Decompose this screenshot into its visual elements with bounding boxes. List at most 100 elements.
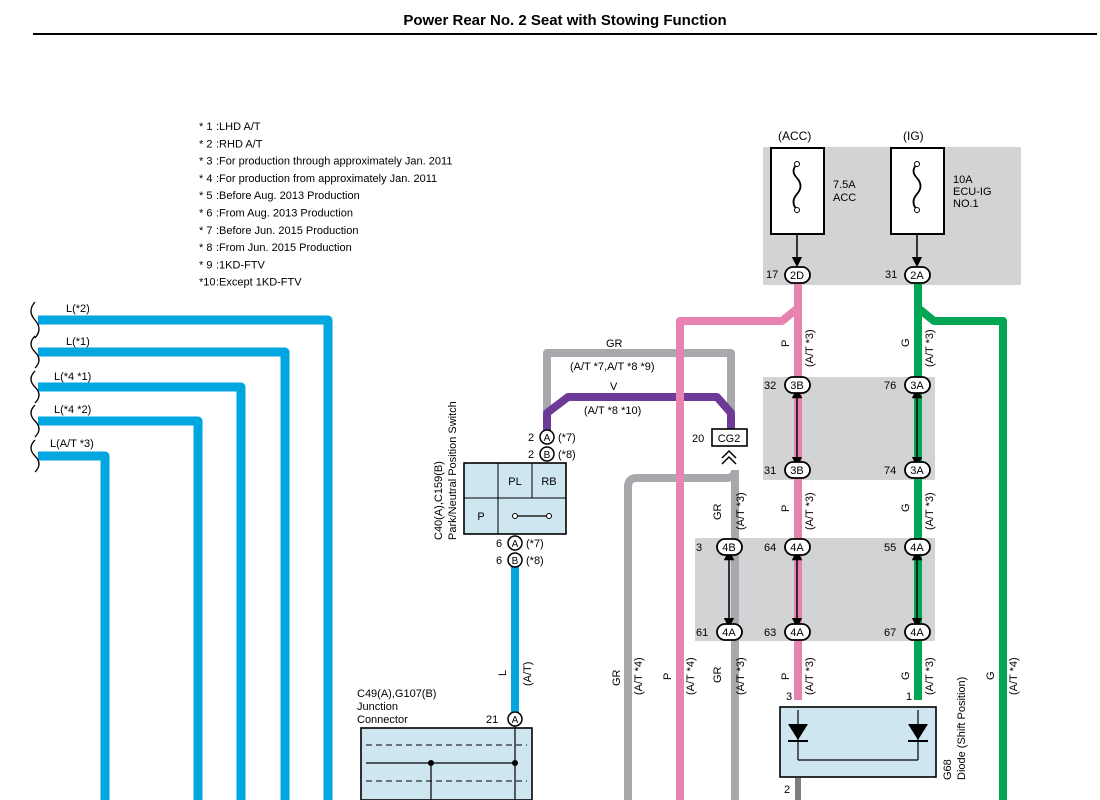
connector-arrows <box>723 387 923 629</box>
wire-v <box>543 393 735 432</box>
note-mark: *10 <box>199 277 216 289</box>
wire-label-at: (A/T) <box>522 662 534 686</box>
title-rule <box>33 33 1097 35</box>
pin-number: 61 <box>696 627 708 639</box>
page-title: Power Rear No. 2 Seat with Stowing Funct… <box>403 12 727 29</box>
switch-name-1: C40(A),C159(B) <box>433 461 445 540</box>
connector-3b: 31 3B <box>764 461 811 479</box>
pin-connector: 4A <box>910 542 924 554</box>
wire-label-p: P <box>780 340 792 347</box>
svg-text:C49(A),G107(B): C49(A),G107(B) <box>357 688 436 700</box>
diode-name: Diode (Shift Position) <box>956 677 968 780</box>
svg-text:(*8): (*8) <box>558 449 576 461</box>
wire-label-at4: (A/T *4) <box>1008 657 1020 695</box>
pin-number: 76 <box>884 380 896 392</box>
ground-pin: 20 <box>692 433 704 445</box>
pin-number: 31 <box>885 269 897 281</box>
legend-notes: * 1:LHD A/T* 2:RHD A/T* 3:For production… <box>199 121 452 289</box>
switch-name-2: Park/Neutral Position Switch <box>447 401 459 540</box>
wire-label-l-4-1: L(*4 *1) <box>54 371 91 383</box>
fuse-ig-name-2: NO.1 <box>953 198 979 210</box>
switch-cell-rb: RB <box>541 476 556 488</box>
switch-cell-pl: PL <box>508 476 521 488</box>
ground-label: CG2 <box>718 433 741 445</box>
svg-text:B: B <box>544 450 551 461</box>
pin-connector: 3A <box>910 380 924 392</box>
pin-number: 17 <box>766 269 778 281</box>
fuse-ig-rating: 10A <box>953 174 973 186</box>
note-text: :Before Jun. 2015 Production <box>216 225 358 237</box>
pin-number: 55 <box>884 542 896 554</box>
connector-3b: 32 3B <box>764 376 811 394</box>
wire-label-v: V <box>610 381 618 393</box>
svg-text:Connector: Connector <box>357 714 408 726</box>
note-mark: * 3 <box>199 156 212 168</box>
wire-label-at3: (A/T *3) <box>804 657 816 695</box>
svg-text:6: 6 <box>496 555 502 567</box>
pin-number: 67 <box>884 627 896 639</box>
note-text: :RHD A/T <box>216 138 263 150</box>
pin-number: 64 <box>764 542 776 554</box>
pin-number: 31 <box>764 465 776 477</box>
wire-gr-top <box>543 349 735 432</box>
wire-label-g: G <box>985 671 997 680</box>
pin-connector: 4A <box>722 627 736 639</box>
svg-text:2: 2 <box>528 449 534 461</box>
junction-connector-box: C49(A),G107(B) Junction Connector 21 A <box>357 688 533 800</box>
pin-number: 32 <box>764 380 776 392</box>
wire-label-at3: (A/T *3) <box>735 492 747 530</box>
connector-2a: 31 2A <box>885 266 931 284</box>
pin-connector: 4A <box>910 627 924 639</box>
wire-label-at3: (A/T *3) <box>804 492 816 530</box>
pin-number: 3 <box>696 542 702 554</box>
wire-l-rhd <box>38 315 333 800</box>
pin-connector: 3B <box>790 465 803 477</box>
wire-label-l-4-2: L(*4 *2) <box>54 404 91 416</box>
svg-text:21: 21 <box>486 714 498 726</box>
note-text: :Before Aug. 2013 Production <box>216 190 360 202</box>
switch-cell-p: P <box>477 511 484 523</box>
fuse-acc-source: (ACC) <box>778 129 811 143</box>
pin-connector: 4A <box>790 627 804 639</box>
wire-label-p: P <box>780 673 792 680</box>
pin-connector: 2D <box>790 270 804 282</box>
svg-text:A: A <box>544 433 551 444</box>
ground-cg2: 20 CG2 <box>692 428 748 465</box>
wire-label-v-cond: (A/T *8 *10) <box>584 405 641 417</box>
fuse-acc: (ACC) 7.5A ACC <box>770 129 856 235</box>
note-mark: * 7 <box>199 225 212 237</box>
connector-4a: 64 4A <box>764 538 811 556</box>
svg-text:(*8): (*8) <box>526 555 544 567</box>
connector-4a: 55 4A <box>884 538 931 556</box>
wire-label-l-rhd: L(*2) <box>66 303 90 315</box>
horizontal-wire-labels: GR (A/T *7,A/T *8 *9) V (A/T *8 *10) <box>570 338 655 417</box>
wire-label-gr: GR <box>606 338 623 350</box>
pin-connector: 3B <box>790 380 803 392</box>
wire-label-p: P <box>662 673 674 680</box>
note-text: :1KD-FTV <box>216 259 266 271</box>
wire-label-at4: (A/T *4) <box>633 657 645 695</box>
note-mark: * 4 <box>199 173 212 185</box>
pin-connector: 4A <box>790 542 804 554</box>
diode-block: 3 1 2 G68 Diode (Shift Position) <box>779 677 968 796</box>
svg-text:Junction: Junction <box>357 701 398 713</box>
svg-text:A: A <box>512 539 519 550</box>
park-neutral-switch: 2 A (*7) 2 B (*8) PL RB P 6 A (*7) 6 B (… <box>433 401 576 568</box>
pin-number: 74 <box>884 465 896 477</box>
note-mark: * 9 <box>199 259 212 271</box>
note-mark: * 1 <box>199 121 212 133</box>
switch-top-pins: 2 A (*7) 2 B (*8) <box>528 429 576 462</box>
connector-2d: 17 2D <box>766 266 811 284</box>
wire-label-at3: (A/T *3) <box>804 329 816 367</box>
svg-text:2: 2 <box>784 784 790 796</box>
svg-text:(*7): (*7) <box>558 432 576 444</box>
fuse-acc-name: ACC <box>833 192 856 204</box>
wire-l-lhd <box>38 347 290 800</box>
wire-label-at3: (A/T *3) <box>924 329 936 367</box>
wire-label-l-at3: L(A/T *3) <box>50 438 94 450</box>
connector-4a: 67 4A <box>884 623 931 641</box>
